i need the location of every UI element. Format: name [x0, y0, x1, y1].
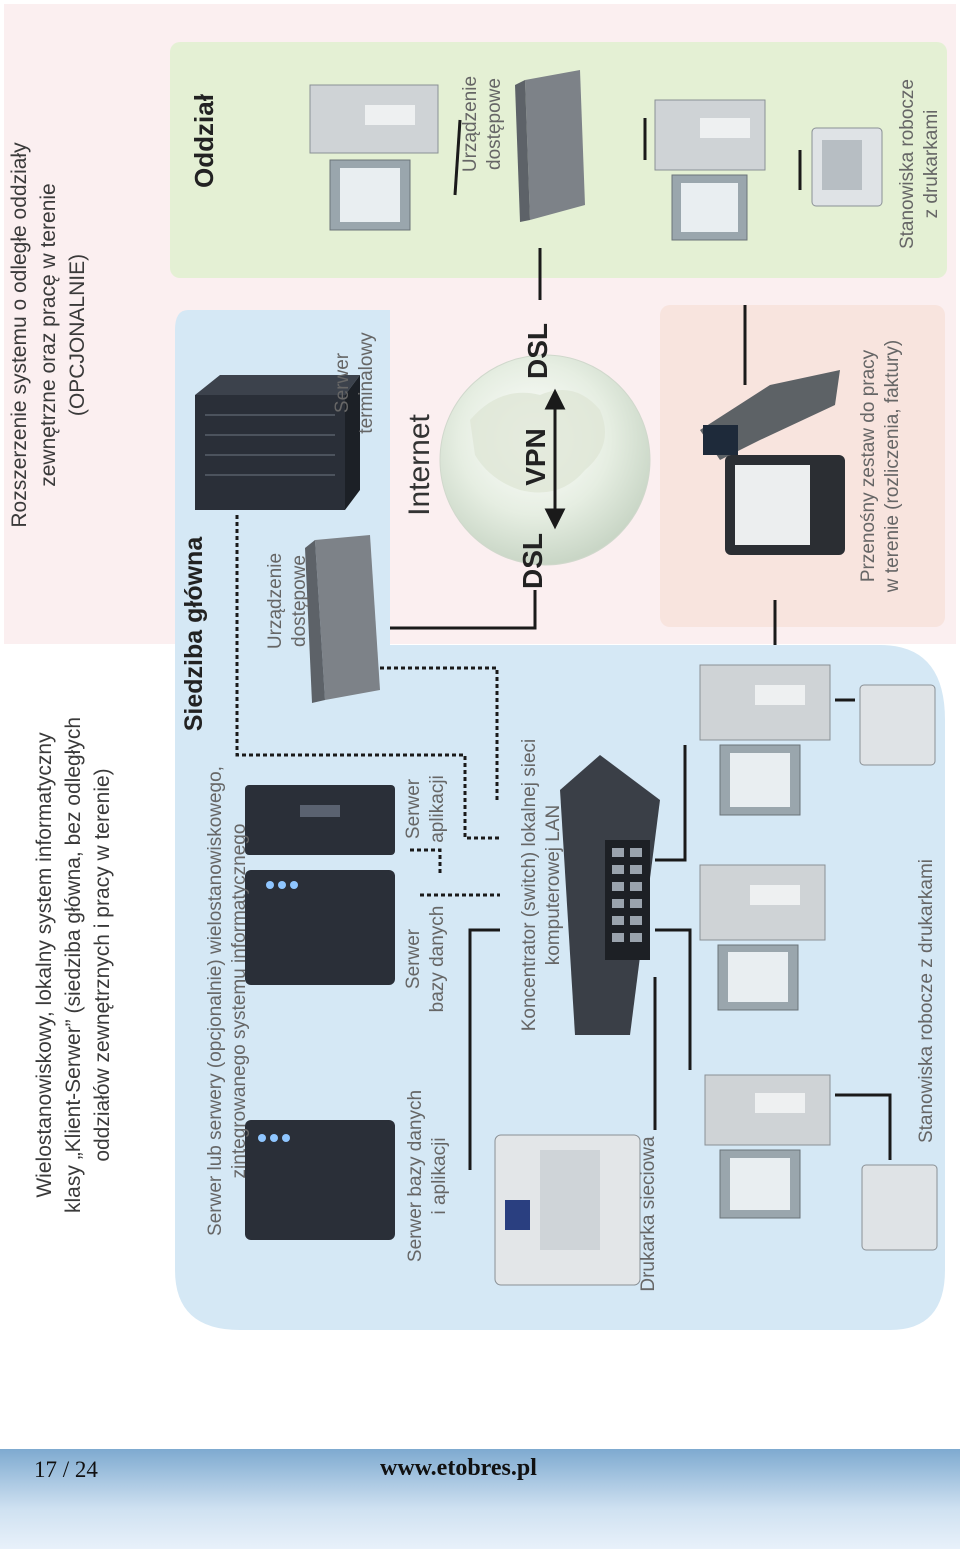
branch-workstations-label: Stanowiska robocze z drukarkami — [897, 78, 942, 250]
header-right-text: Rozszerzenie systemu o odległe oddziały … — [8, 142, 89, 528]
hq-workstation-2-icon — [699, 864, 826, 1011]
page-footer: 17 / 24 www.etobres.pl — [0, 1449, 960, 1549]
hq-router-icon — [305, 535, 380, 703]
solid-connectors — [390, 118, 892, 1170]
db-server-icon — [245, 870, 395, 985]
footer-url: www.etobres.pl — [380, 1455, 537, 1481]
dsl-right-label: DSL — [522, 323, 553, 379]
page-number: 17 / 24 — [34, 1457, 98, 1482]
app-server-label: Serwer aplikacji — [403, 775, 448, 843]
branch-router-icon — [515, 70, 585, 222]
dotted-connectors — [235, 515, 500, 897]
branch-access-device-label: Urządzenie dostępowe — [460, 75, 505, 173]
network-printer-label: Drukarka sieciowa — [638, 1136, 659, 1292]
branch-pc2-icon — [654, 99, 766, 241]
hq-workstation-3-icon — [704, 1074, 938, 1251]
globe-land — [470, 390, 605, 493]
field-kit-label: Przenośny zestaw do pracy w terenie (roz… — [858, 339, 903, 593]
db-server-label: Serwer bazy danych — [403, 905, 448, 1013]
vpn-arrow — [544, 388, 566, 530]
branch-printer-icon — [811, 127, 883, 207]
hq-workstation-1-icon — [699, 664, 936, 816]
mobile-printer-icon — [725, 455, 845, 555]
db-app-server-icon — [245, 1120, 395, 1240]
header-left-text: Wielostanowiskowy, lokalny system inform… — [33, 716, 114, 1214]
network-printer-icon — [494, 1134, 641, 1286]
switch-icon — [560, 755, 660, 1035]
network-diagram — [4, 4, 956, 1330]
hq-workstations-label: Stanowiska robocze z drukarkami — [916, 858, 937, 1144]
terminal-server-label: Serwer terminalowy — [332, 332, 377, 434]
handheld-terminal-icon — [700, 370, 840, 460]
terminal-server-icon — [195, 375, 360, 510]
internet-label: Internet — [403, 414, 436, 516]
switch-label: Koncentrator (switch) lokalnej sieci kom… — [519, 738, 564, 1032]
vpn-label: VPN — [520, 428, 551, 486]
app-server-icon — [245, 785, 395, 855]
branch-pc-icon — [309, 84, 439, 231]
branch-title: Oddział — [189, 94, 219, 188]
db-app-server-label: Serwer bazy danych i aplikacji — [405, 1089, 450, 1263]
hq-servers-desc: Serwer lub serwery (opcjonalnie) wielost… — [205, 766, 250, 1236]
dsl-left-label: DSL — [517, 533, 548, 589]
hq-access-device-label: Urządzenie dostępowe — [265, 552, 310, 650]
